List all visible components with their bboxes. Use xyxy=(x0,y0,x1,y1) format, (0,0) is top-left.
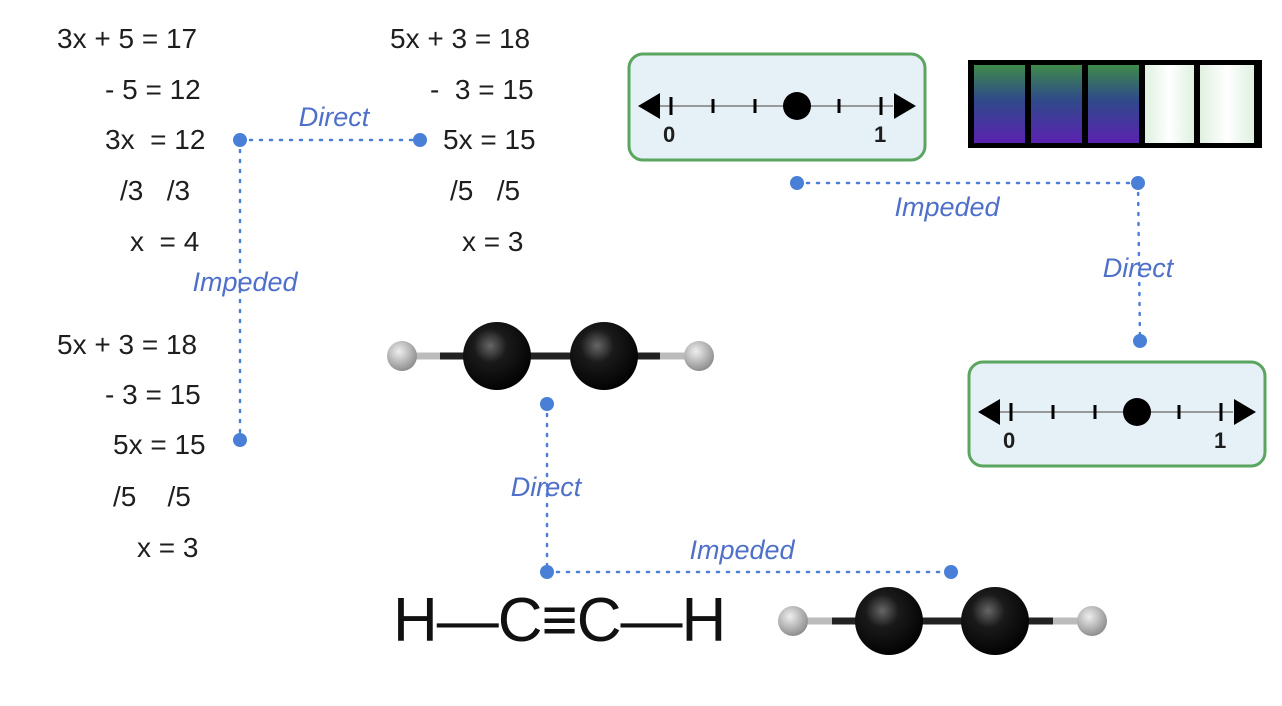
equation-line: x = 4 xyxy=(130,226,200,257)
equation-line: - 3 = 15 xyxy=(430,74,534,105)
number-line-end-label: 1 xyxy=(1214,428,1227,453)
label-impeded: Impeded xyxy=(689,535,795,565)
equation-line: x = 3 xyxy=(462,226,524,257)
number-line-box xyxy=(967,360,1267,468)
number-line-point xyxy=(783,92,811,120)
acetylene-ball-stick-model xyxy=(387,322,714,390)
connector-node xyxy=(790,176,804,190)
number-line-end-label: 1 xyxy=(874,122,887,147)
label-direct: Direct xyxy=(298,102,370,132)
equation-line: x = 3 xyxy=(137,532,199,563)
connector-node xyxy=(413,133,427,147)
connector-node xyxy=(1131,176,1145,190)
number-line-box xyxy=(627,52,927,162)
connector-node xyxy=(233,433,247,447)
connector-node xyxy=(944,565,958,579)
equation-line: - 5 = 12 xyxy=(105,74,201,105)
equation-line: 3x + 5 = 17 xyxy=(57,23,198,54)
acetylene-ball-stick-model xyxy=(778,587,1107,655)
equation-line: 3x = 12 xyxy=(105,124,206,155)
equation-line: /5 /5 xyxy=(450,175,521,206)
equation-line: 5x + 3 = 18 xyxy=(390,23,531,54)
equation-line: /3 /3 xyxy=(120,175,191,206)
equation-line: - 3 = 15 xyxy=(105,379,201,410)
equation-line: 5x = 15 xyxy=(443,124,536,155)
structural-formula: H—C≡C—H xyxy=(393,586,726,655)
connector-numline-direct xyxy=(1136,181,1142,343)
number-line-point xyxy=(1123,398,1151,426)
connector-node xyxy=(233,133,247,147)
equation-line: /5 /5 xyxy=(113,481,191,512)
equation-line: 5x = 15 xyxy=(113,429,206,460)
label-direct: Direct xyxy=(510,472,582,502)
number-line-start-label: 0 xyxy=(1003,428,1016,453)
connector-node xyxy=(1133,334,1147,348)
equation-line: 5x + 3 = 18 xyxy=(57,329,198,360)
connector-node xyxy=(540,397,554,411)
fraction-bar xyxy=(968,60,1262,148)
label-direct: Direct xyxy=(1102,253,1174,283)
number-line-start-label: 0 xyxy=(663,122,676,147)
connector-node xyxy=(540,565,554,579)
label-impeded: Impeded xyxy=(894,192,1000,222)
label-impeded: Impeded xyxy=(192,267,298,297)
